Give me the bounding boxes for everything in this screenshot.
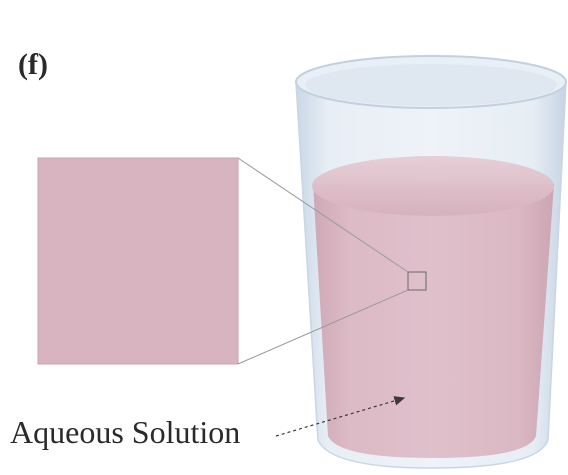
- panel-label: (f): [18, 48, 48, 81]
- sample-marker: [407, 271, 427, 291]
- zoom-guide-bottom: [237, 289, 409, 365]
- caption-arrow: [275, 396, 406, 437]
- solution-surface: [312, 156, 554, 216]
- beaker-rim-inner: [305, 64, 557, 106]
- solution-caption: Aqueous Solution: [10, 414, 241, 450]
- zoom-square: [37, 157, 239, 365]
- solution-body: [313, 184, 554, 458]
- zoom-guide-top: [237, 157, 409, 273]
- aqueous-solution: [312, 156, 554, 458]
